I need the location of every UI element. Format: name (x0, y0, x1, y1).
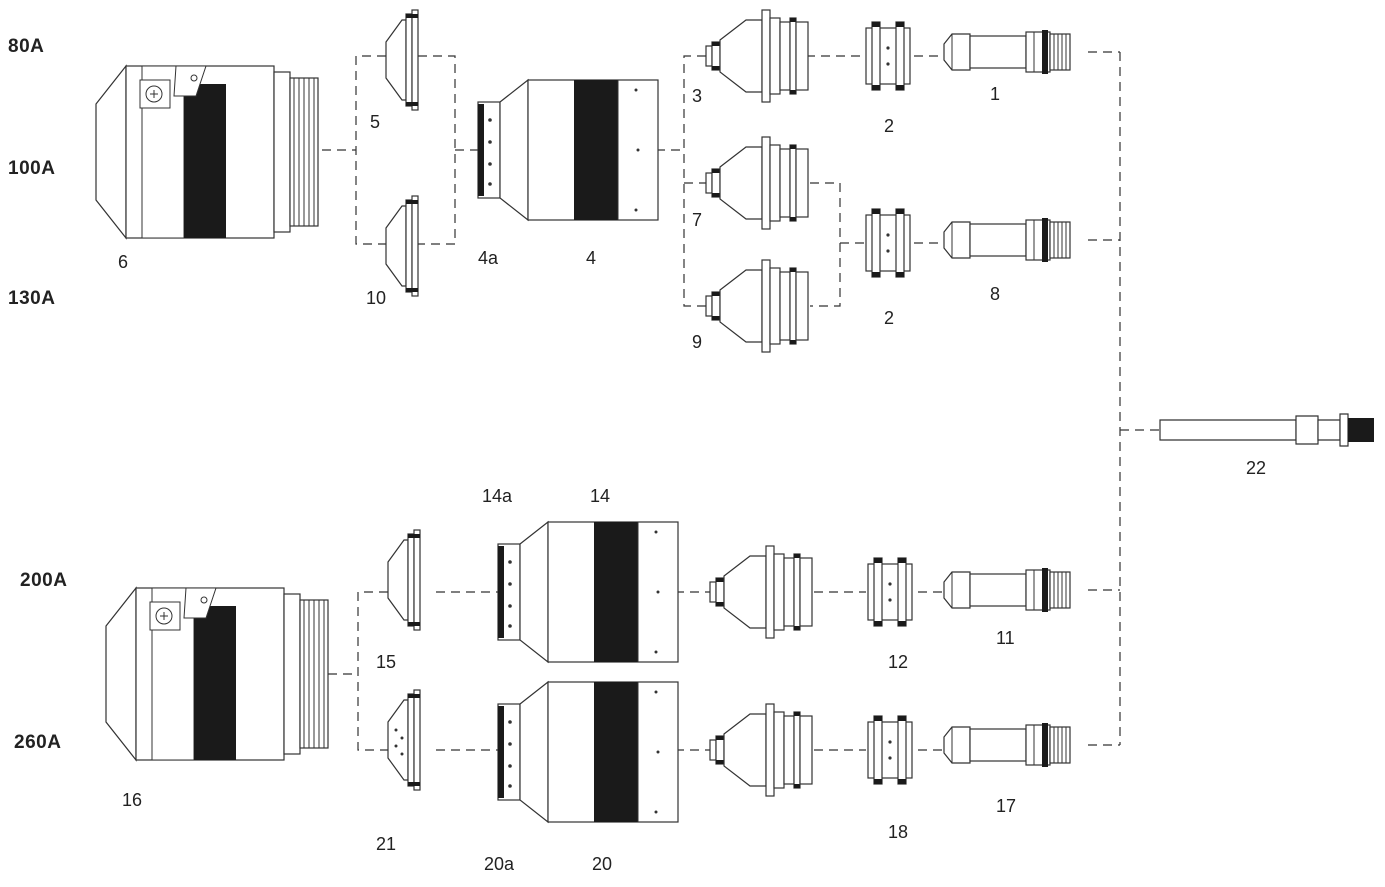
amp-label-130a: 130A (8, 288, 55, 309)
part-label-14: 14 (590, 486, 610, 506)
part-label-18: 18 (888, 822, 908, 842)
tool-part-22 (1160, 414, 1374, 446)
part-label-10: 10 (366, 288, 386, 308)
shield-part-21 (387, 689, 421, 791)
part-label-6: 6 (118, 252, 128, 272)
part-label-4: 4 (586, 248, 596, 268)
part-label-2-top: 2 (884, 116, 894, 136)
shield-part-5 (385, 9, 419, 111)
sleeve-part-20 (497, 681, 679, 823)
electrode-part-11 (943, 567, 1071, 613)
amp-label-200a: 200A (20, 570, 67, 591)
swirl-ring-part-12 (867, 557, 913, 627)
part-number-labels: 6 5 10 4a 4 3 7 9 2 2 1 8 22 14a 14 15 1… (118, 84, 1266, 874)
part-label-4a: 4a (478, 248, 499, 268)
part-label-20: 20 (592, 854, 612, 874)
part-label-2-middle: 2 (884, 308, 894, 328)
swirl-ring-part-2-top (865, 21, 911, 91)
part-label-12: 12 (888, 652, 908, 672)
electrode-part-1 (943, 29, 1071, 75)
part-label-14a: 14a (482, 486, 513, 506)
retaining-cap-part-16 (105, 587, 329, 761)
electrode-part-8 (943, 217, 1071, 263)
amp-label-260a: 260A (14, 732, 61, 753)
part-label-1: 1 (990, 84, 1000, 104)
part-label-15: 15 (376, 652, 396, 672)
sleeve-part-14 (497, 521, 679, 663)
part-label-9: 9 (692, 332, 702, 352)
part-label-17: 17 (996, 796, 1016, 816)
part-label-8: 8 (990, 284, 1000, 304)
swirl-ring-part-18 (867, 715, 913, 785)
part-label-20a: 20a (484, 854, 515, 874)
amperage-labels: 80A 100A 130A 200A 260A (8, 36, 67, 753)
sleeve-part-4 (477, 79, 659, 221)
nozzle-upper-lower-group (709, 545, 813, 639)
shield-part-15 (387, 529, 421, 631)
nozzle-part-9 (705, 259, 809, 353)
part-label-7: 7 (692, 210, 702, 230)
part-label-3: 3 (692, 86, 702, 106)
part-label-22: 22 (1246, 458, 1266, 478)
electrode-part-17 (943, 722, 1071, 768)
amp-label-100a: 100A (8, 158, 55, 179)
connector-lines (322, 51, 1160, 751)
part-label-16: 16 (122, 790, 142, 810)
nozzle-part-3 (705, 9, 809, 103)
part-label-11: 11 (996, 628, 1015, 648)
nozzle-lower-lower-group (709, 703, 813, 797)
amp-label-80a: 80A (8, 36, 44, 57)
part-label-21: 21 (376, 834, 396, 854)
nozzle-part-7 (705, 136, 809, 230)
part-label-5: 5 (370, 112, 380, 132)
shield-part-10 (385, 195, 419, 297)
swirl-ring-part-2-middle (865, 208, 911, 278)
retaining-cap-part-6 (95, 65, 319, 239)
